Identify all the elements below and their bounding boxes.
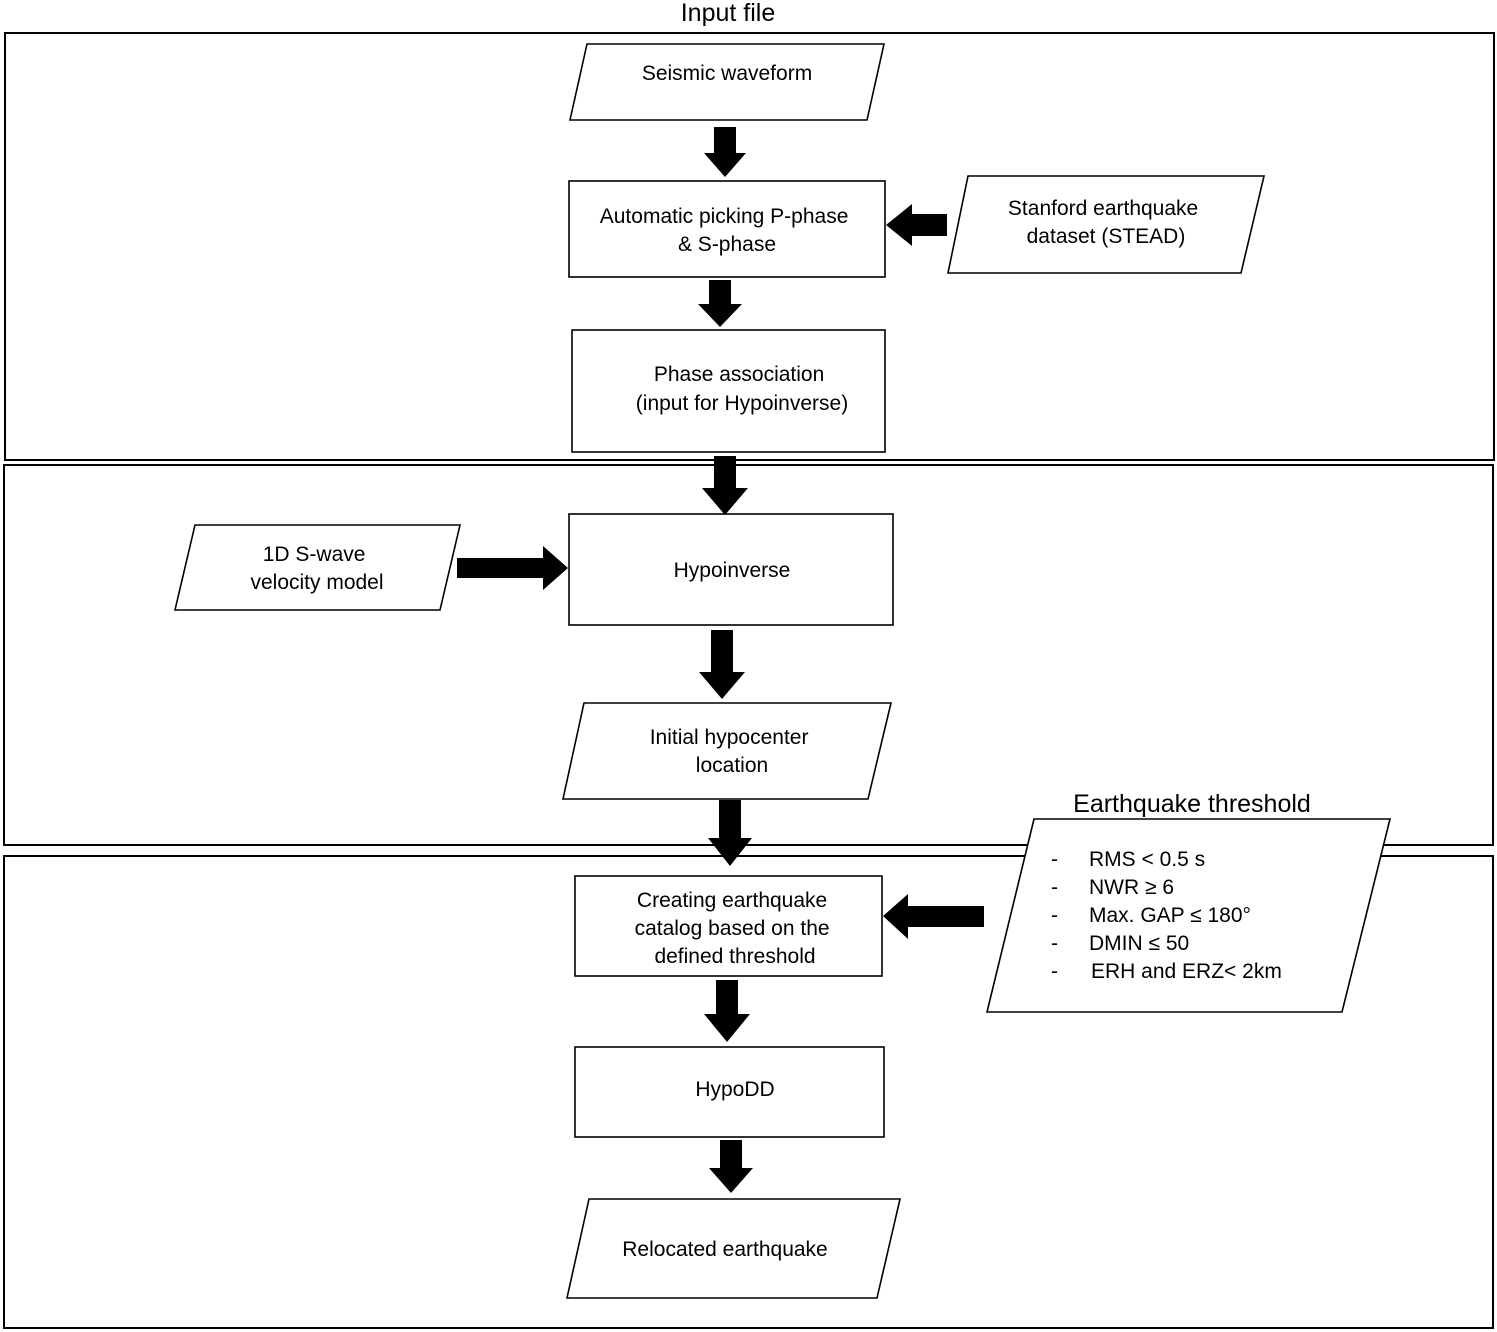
stead-dataset-label: Stanford earthquake dataset (STEAD) bbox=[1008, 197, 1204, 248]
criterion-erh-erz: ERH and ERZ< 2km bbox=[1091, 960, 1282, 983]
arrow-left-icon bbox=[886, 204, 947, 246]
criterion-bullet: - bbox=[1051, 876, 1058, 899]
seismic-waveform-node: Seismic waveform bbox=[569, 43, 885, 121]
location-section bbox=[3, 464, 1494, 846]
velocity-model-label: 1D S-wave velocity model bbox=[250, 543, 383, 594]
criterion-gap: Max. GAP ≤ 180° bbox=[1089, 904, 1251, 927]
input-file-section bbox=[4, 32, 1495, 461]
criterion-nwr: NWR ≥ 6 bbox=[1089, 876, 1174, 899]
criterion-bullet: - bbox=[1051, 932, 1058, 955]
stead-dataset-node: Stanford earthquake dataset (STEAD) bbox=[947, 175, 1266, 274]
threshold-criteria-list: - RMS < 0.5 s - NWR ≥ 6 - Max. GAP ≤ 180… bbox=[1051, 848, 1282, 983]
arrow-down-icon bbox=[709, 1140, 753, 1193]
arrow-right-icon bbox=[457, 546, 568, 590]
catalog-label: Creating earthquake catalog based on the… bbox=[635, 889, 836, 968]
criterion-dmin: DMIN ≤ 50 bbox=[1089, 932, 1189, 955]
initial-hypocenter-label: Initial hypocenter location bbox=[650, 726, 815, 777]
arrow-down-icon bbox=[698, 280, 742, 327]
hypodd-node: HypoDD bbox=[574, 1046, 885, 1138]
arrow-down-icon bbox=[708, 800, 752, 866]
criterion-rms: RMS < 0.5 s bbox=[1089, 848, 1205, 871]
arrow-down-icon bbox=[702, 456, 748, 515]
automatic-picking-node: Automatic picking P-phase & S-phase bbox=[568, 180, 886, 278]
arrow-down-icon bbox=[704, 980, 750, 1042]
initial-hypocenter-node: Initial hypocenter location bbox=[562, 702, 893, 800]
arrow-down-icon bbox=[704, 127, 746, 177]
arrow-left-icon bbox=[883, 894, 984, 939]
hypoinverse-label: Hypoinverse bbox=[674, 559, 791, 582]
hypodd-label: HypoDD bbox=[695, 1078, 774, 1101]
earthquake-threshold-node: Earthquake threshold - RMS < 0.5 s - NWR… bbox=[985, 790, 1392, 1013]
relocation-section bbox=[3, 855, 1494, 1329]
automatic-picking-label: Automatic picking P-phase & S-phase bbox=[600, 205, 854, 256]
input-file-title: Input file bbox=[681, 0, 776, 27]
criterion-bullet: - bbox=[1051, 904, 1058, 927]
phase-association-label: Phase association (input for Hypoinverse… bbox=[636, 363, 848, 415]
relocated-earthquake-label: Relocated earthquake bbox=[622, 1238, 827, 1261]
relocated-earthquake-node: Relocated earthquake bbox=[566, 1198, 902, 1299]
criterion-bullet: - bbox=[1051, 848, 1058, 871]
velocity-model-node: 1D S-wave velocity model bbox=[173, 524, 462, 611]
phase-association-node: Phase association (input for Hypoinverse… bbox=[571, 329, 886, 453]
earthquake-threshold-title: Earthquake threshold bbox=[1073, 790, 1311, 818]
catalog-node: Creating earthquake catalog based on the… bbox=[574, 875, 883, 977]
seismic-waveform-label: Seismic waveform bbox=[642, 62, 812, 85]
hypoinverse-node: Hypoinverse bbox=[568, 513, 894, 626]
criterion-bullet: - bbox=[1051, 960, 1058, 983]
arrow-down-icon bbox=[699, 630, 745, 699]
